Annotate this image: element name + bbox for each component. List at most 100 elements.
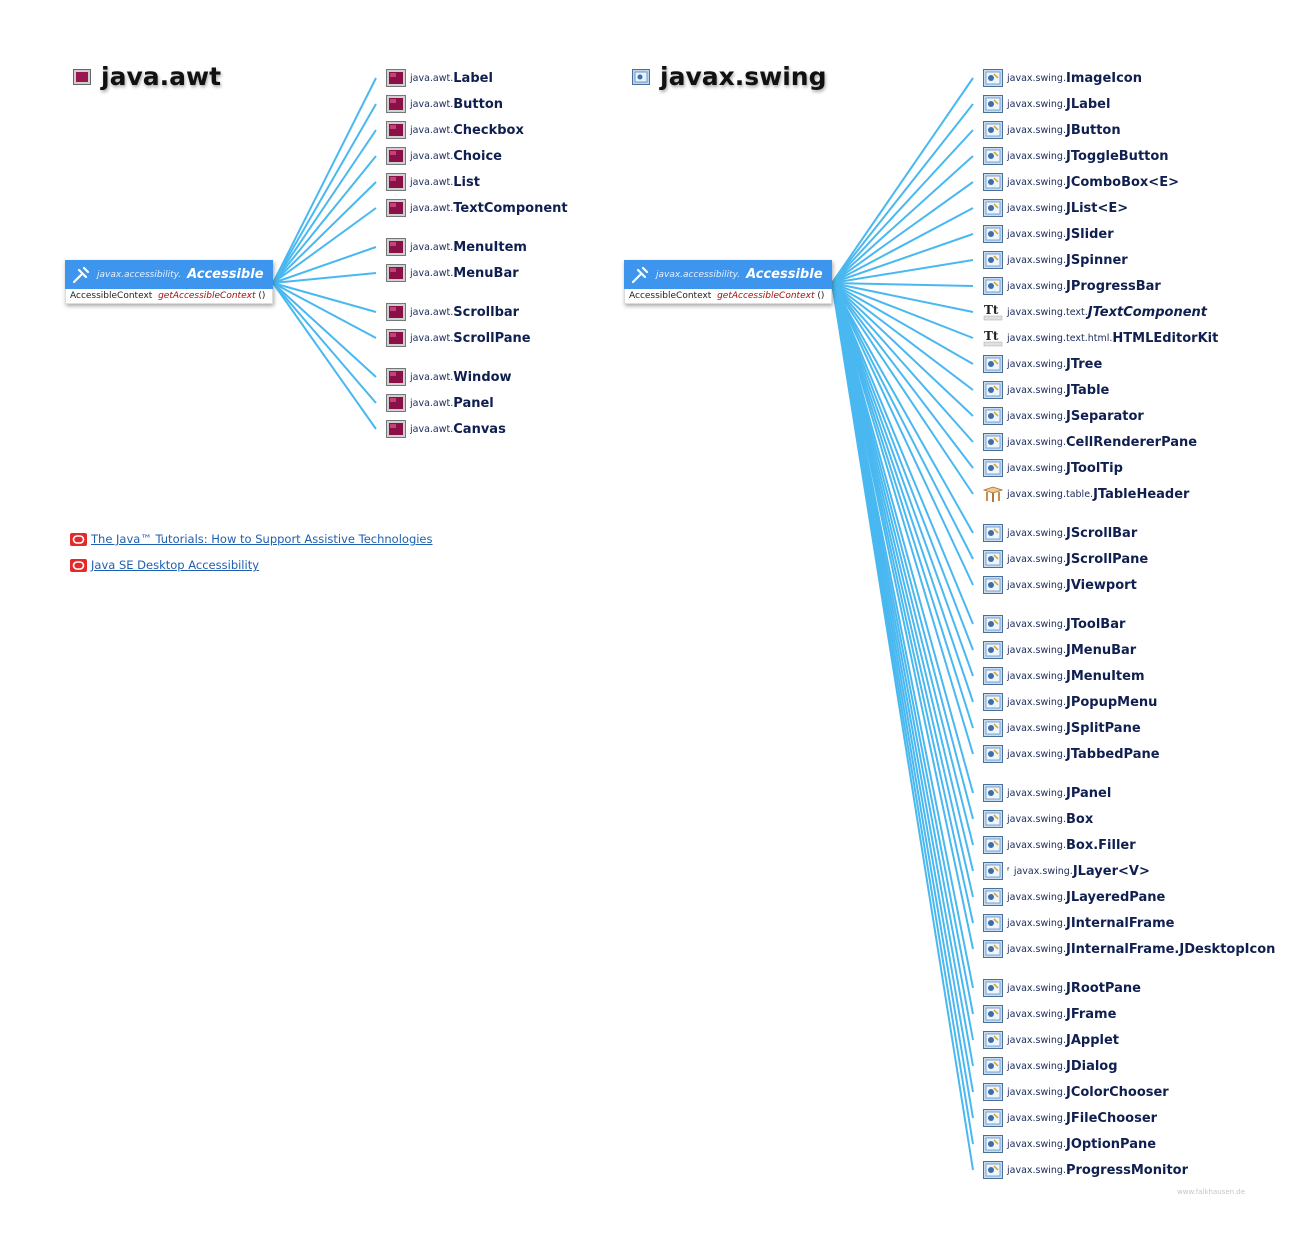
class-node[interactable]: javax.swing.JFileChooser bbox=[983, 1107, 1157, 1129]
edge-jtextcomponent bbox=[831, 282, 974, 313]
class-node[interactable]: javax.swing.JSeparator bbox=[983, 405, 1144, 427]
class-node[interactable]: javax.swing.JLayeredPane bbox=[983, 886, 1165, 908]
node-class-name: JInternalFrame bbox=[1065, 915, 1175, 931]
edge-menuitem bbox=[272, 246, 377, 284]
node-class-name: Box.Filler bbox=[1065, 837, 1136, 853]
class-node[interactable]: javax.swing.ProgressMonitor bbox=[983, 1159, 1188, 1181]
node-package: javax.swing. bbox=[1007, 839, 1066, 851]
table-icon bbox=[983, 485, 1007, 503]
class-node[interactable]: java.awt.Button bbox=[386, 93, 503, 115]
class-node[interactable]: java.awt.Checkbox bbox=[386, 119, 524, 141]
swing-title-text: javax.swing bbox=[660, 62, 827, 91]
class-node[interactable]: javax.swing.JSlider bbox=[983, 223, 1114, 245]
class-node[interactable]: java.awt.List bbox=[386, 171, 480, 193]
node-class-name: ImageIcon bbox=[1065, 70, 1142, 86]
class-node[interactable]: javax.swing.JInternalFrame bbox=[983, 912, 1174, 934]
class-node[interactable]: java.awt.Panel bbox=[386, 392, 494, 414]
class-node[interactable]: javax.swing.JToolBar bbox=[983, 613, 1125, 635]
class-node[interactable]: javax.swing.JOptionPane bbox=[983, 1133, 1156, 1155]
root-header: javax.accessibility.Accessible bbox=[624, 260, 832, 289]
class-node[interactable]: javax.swing.JTable bbox=[983, 379, 1109, 401]
node-class-name: JColorChooser bbox=[1065, 1084, 1169, 1100]
node-package: java.awt. bbox=[410, 202, 454, 214]
class-node[interactable]: java.awt.MenuItem bbox=[386, 236, 527, 258]
swing-accessible-root[interactable]: javax.accessibility.Accessible Accessibl… bbox=[624, 260, 832, 304]
edge-jmenubar bbox=[831, 282, 974, 651]
class-node[interactable]: java.awt.Canvas bbox=[386, 418, 506, 440]
class-node[interactable]: javax.swing.ImageIcon bbox=[983, 67, 1142, 89]
edge-jlist-e- bbox=[831, 207, 974, 284]
class-node[interactable]: javax.swing.JPanel bbox=[983, 782, 1111, 804]
swing-class-icon bbox=[983, 784, 1007, 802]
class-node[interactable]: java.awt.Choice bbox=[386, 145, 502, 167]
node-class-name: JLayeredPane bbox=[1065, 889, 1166, 905]
swing-class-icon bbox=[983, 1031, 1007, 1049]
class-node[interactable]: java.awt.Scrollbar bbox=[386, 301, 519, 323]
class-node[interactable]: javax.swing.JColorChooser bbox=[983, 1081, 1169, 1103]
edge-htmleditorkit bbox=[831, 282, 974, 339]
class-node[interactable]: javax.swing.JRootPane bbox=[983, 977, 1141, 999]
node-package: javax.swing. bbox=[1007, 748, 1066, 760]
class-node[interactable]: javax.swing.CellRendererPane bbox=[983, 431, 1197, 453]
class-node[interactable]: javax.swing.Box bbox=[983, 808, 1093, 830]
class-node[interactable]: javax.swing.JInternalFrame.JDesktopIcon bbox=[983, 938, 1275, 960]
class-node[interactable]: javax.swing.JFrame bbox=[983, 1003, 1116, 1025]
class-node[interactable]: javax.swing.JSpinner bbox=[983, 249, 1128, 271]
method-return-type: AccessibleContext bbox=[629, 291, 712, 301]
awt-class-icon bbox=[386, 173, 410, 191]
node-class-name: JSpinner bbox=[1065, 252, 1128, 268]
class-node[interactable]: javax.swing.JMenuItem bbox=[983, 665, 1145, 687]
awt-accessible-root[interactable]: javax.accessibility.Accessible Accessibl… bbox=[65, 260, 273, 304]
edge-jscrollbar bbox=[831, 282, 974, 534]
class-node[interactable]: javax.swing.JApplet bbox=[983, 1029, 1119, 1051]
class-node[interactable]: javax.swing.JTree bbox=[983, 353, 1102, 375]
class-node[interactable]: javax.swing.JPopupMenu bbox=[983, 691, 1157, 713]
class-node[interactable]: javax.swing.Box.Filler bbox=[983, 834, 1136, 856]
node-class-name: JList<E> bbox=[1065, 200, 1129, 216]
class-node[interactable]: java.awt.Label bbox=[386, 67, 493, 89]
node-package: java.awt. bbox=[410, 98, 454, 110]
node-class-name: JTable bbox=[1065, 382, 1110, 398]
html-text-icon: Tt bbox=[983, 329, 1007, 347]
class-node[interactable]: java.awt.Window bbox=[386, 366, 512, 388]
class-node[interactable]: javax.swing.JProgressBar bbox=[983, 275, 1161, 297]
class-node[interactable]: javax.swing.JList<E> bbox=[983, 197, 1128, 219]
class-node[interactable]: java.awt.ScrollPane bbox=[386, 327, 531, 349]
node-package: javax.swing. bbox=[1007, 553, 1066, 565]
node-class-name: JToolBar bbox=[1065, 616, 1126, 632]
class-node[interactable]: java.awt.TextComponent bbox=[386, 197, 568, 219]
edge-jtoolbar bbox=[831, 282, 974, 625]
class-node[interactable]: javax.swing.JScrollBar bbox=[983, 522, 1137, 544]
method-name: getAccessibleContext bbox=[158, 291, 256, 301]
class-node[interactable]: javax.swing.JToolTip bbox=[983, 457, 1123, 479]
class-node[interactable]: javax.swing.JComboBox<E> bbox=[983, 171, 1179, 193]
edge-scrollbar bbox=[272, 282, 377, 313]
class-node[interactable]: javax.swing.JTabbedPane bbox=[983, 743, 1160, 765]
edge-panel bbox=[272, 282, 377, 404]
node-class-name: JTabbedPane bbox=[1065, 746, 1160, 762]
desktop-accessibility-link[interactable]: Java SE Desktop Accessibility bbox=[91, 558, 260, 572]
node-class-name: CellRendererPane bbox=[1065, 434, 1198, 450]
swing-class-icon bbox=[983, 862, 1007, 880]
swing-class-icon bbox=[983, 277, 1007, 295]
node-package: javax.swing.table. bbox=[1007, 488, 1094, 500]
class-node[interactable]: javax.swing.JViewport bbox=[983, 574, 1137, 596]
tutorial-link[interactable]: The Java™ Tutorials: How to Support Assi… bbox=[91, 532, 433, 546]
class-node[interactable]: javax.swing.JDialog bbox=[983, 1055, 1118, 1077]
swing-class-icon bbox=[983, 693, 1007, 711]
class-node[interactable]: javax.swing.JLabel bbox=[983, 93, 1110, 115]
class-node[interactable]: javax.swing.JToggleButton bbox=[983, 145, 1169, 167]
class-node[interactable]: javax.swing.table.JTableHeader bbox=[983, 483, 1189, 505]
edge-label bbox=[272, 77, 377, 284]
node-class-name: JFrame bbox=[1065, 1006, 1117, 1022]
class-node[interactable]: javax.swing.JMenuBar bbox=[983, 639, 1136, 661]
class-node[interactable]: javax.swing.JScrollPane bbox=[983, 548, 1148, 570]
class-node[interactable]: javax.swing.JSplitPane bbox=[983, 717, 1141, 739]
class-node[interactable]: javax.swing.JButton bbox=[983, 119, 1121, 141]
node-package: javax.swing. bbox=[1007, 358, 1066, 370]
node-package: javax.swing. bbox=[1007, 644, 1066, 656]
class-node[interactable]: java.awt.MenuBar bbox=[386, 262, 519, 284]
